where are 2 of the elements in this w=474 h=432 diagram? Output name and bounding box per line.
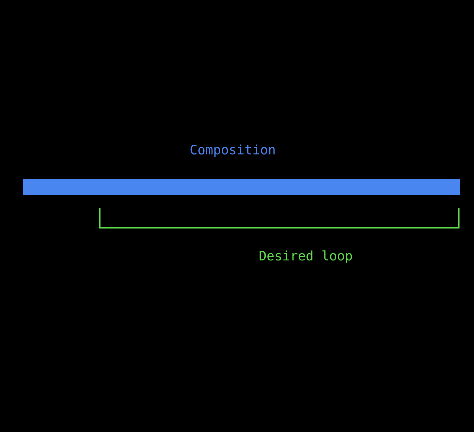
bracket-label: Desired loop [260,250,352,264]
bar-title: Composition [190,144,275,158]
